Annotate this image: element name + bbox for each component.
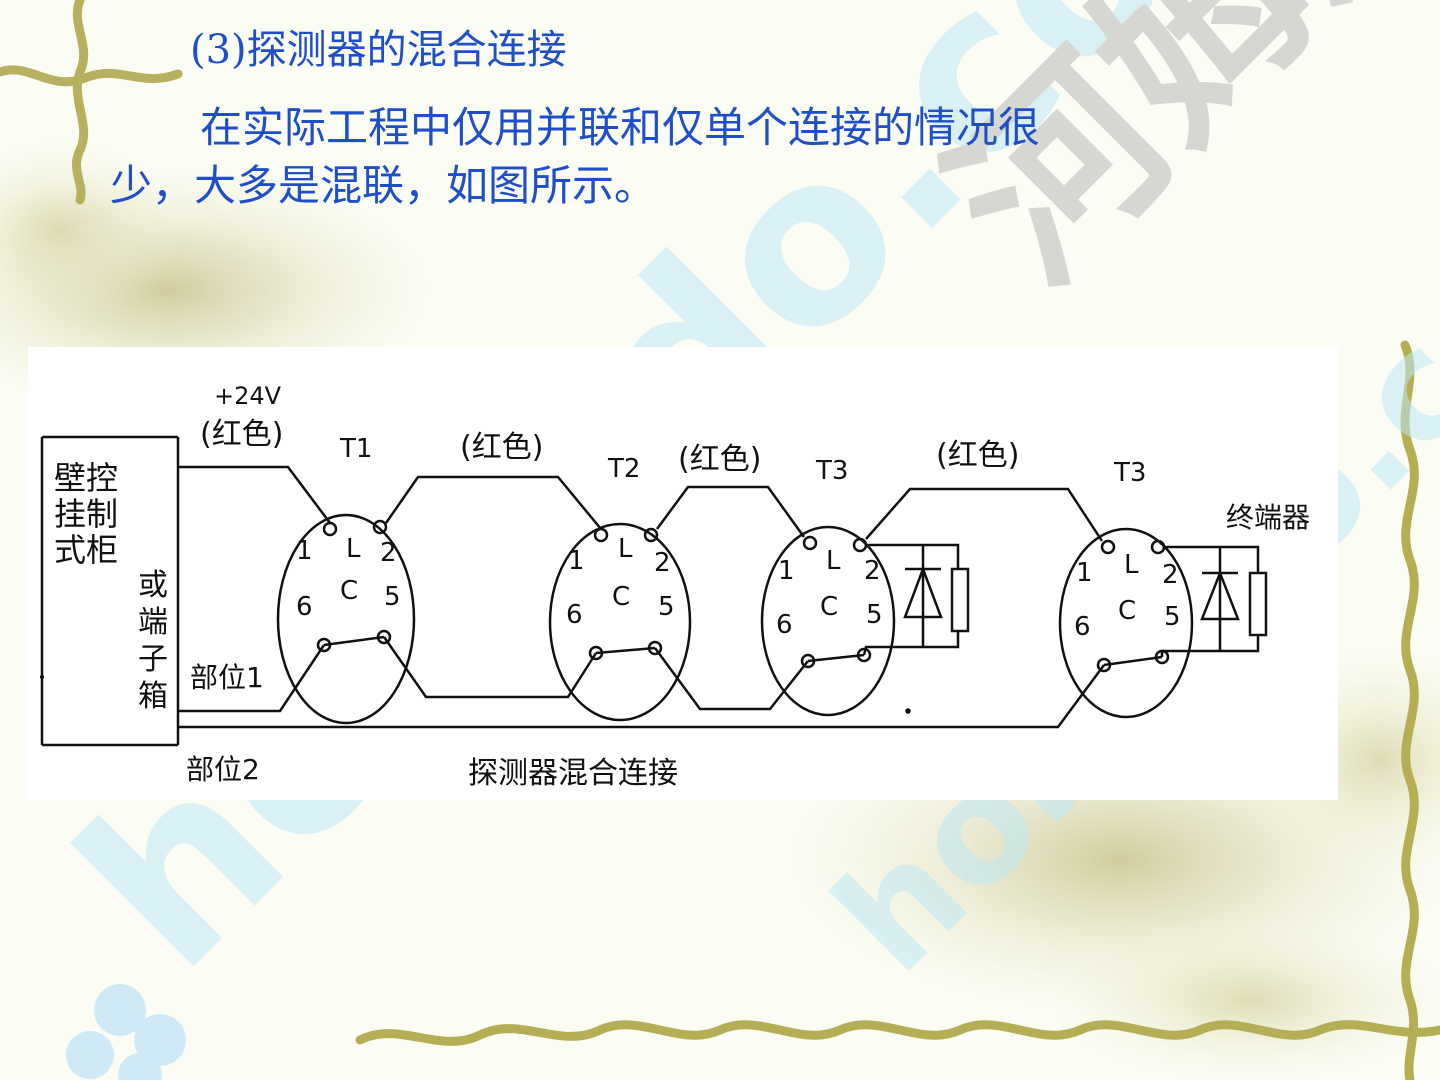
wire-zone2 xyxy=(178,664,1106,729)
cabinet-label-line3: 式柜 xyxy=(54,531,118,569)
zone2-label: 部位2 xyxy=(186,753,260,786)
terminal-box-label-3: 子 xyxy=(138,642,168,677)
pin-2-label: 2 xyxy=(380,538,397,568)
end-terminator-top xyxy=(1160,545,1260,657)
pin-5-label: 5 xyxy=(658,592,675,622)
wire-red-t2-t3 xyxy=(655,485,806,538)
pin-l-label: L xyxy=(1124,550,1139,580)
diode-resistor-t3 xyxy=(903,545,970,647)
pin-l-label: L xyxy=(346,534,361,564)
pin-l-label: L xyxy=(618,534,633,564)
diagram-caption: 探测器混合连接 xyxy=(468,756,678,791)
pin-c-label: C xyxy=(340,576,358,606)
t3-terminator-top xyxy=(862,543,960,656)
wiring-diagram: 壁控 挂制 式柜 或 端 子 箱 +24V (红色) (红色) (红色) (红色… xyxy=(28,347,1338,800)
detector-t2: 1 L 2 6 C 5 xyxy=(548,522,692,722)
wire-red-t3-t3end xyxy=(865,487,1104,542)
wire-zone1 xyxy=(178,644,326,713)
pin-c-label: C xyxy=(1118,596,1136,626)
pin-1-label: 1 xyxy=(568,546,585,576)
control-cabinet xyxy=(40,435,180,747)
detector-name: T1 xyxy=(339,434,372,464)
pin-1-label: 1 xyxy=(778,556,795,586)
flower-decoration xyxy=(66,984,186,1080)
wire-color-label: (红色) xyxy=(200,417,283,452)
slide-heading: (3)探测器的混合连接 xyxy=(190,27,567,73)
paragraph-line-2: 少，大多是混联，如图所示。 xyxy=(110,161,657,210)
vine-decoration-bottom-right xyxy=(355,340,1440,1080)
detector-t3-end: 1 L 2 6 C 5 xyxy=(1058,527,1194,719)
terminal-box-label-2: 端 xyxy=(138,605,168,640)
pin-5-label: 5 xyxy=(384,582,401,612)
terminal-box-label-4: 箱 xyxy=(138,679,168,714)
cabinet-label-line2: 挂制 xyxy=(54,495,118,533)
pin-l-label: L xyxy=(826,546,841,576)
pin-2-label: 2 xyxy=(864,556,881,586)
wire-t2-t3-return xyxy=(653,647,809,711)
wire-t1-t2-return xyxy=(382,636,598,699)
pin-6-label: 6 xyxy=(566,600,583,630)
paragraph-line-1: 在实际工程中仅用并联和仅单个连接的情况很 xyxy=(200,103,1041,152)
terminal-box-label-1: 或 xyxy=(138,568,168,603)
zone1-label: 部位1 xyxy=(190,661,264,694)
pin-c-label: C xyxy=(820,592,838,622)
wiring-lines xyxy=(178,465,1260,729)
vine-decoration-top-left xyxy=(0,0,183,205)
wire-color-label: (红色) xyxy=(678,442,761,477)
wire-24v xyxy=(178,465,331,524)
wire-color-label: (红色) xyxy=(460,430,543,465)
detector-name: T3 xyxy=(815,456,848,486)
pin-1-label: 1 xyxy=(296,536,313,566)
detector-t1: 1 L 2 6 C 5 xyxy=(276,513,416,725)
terminator-resistor-diode xyxy=(1200,547,1268,651)
terminator-label: 终端器 xyxy=(1226,501,1310,534)
detector-name: T2 xyxy=(607,454,640,484)
pin-5-label: 5 xyxy=(1164,602,1181,632)
pin-6-label: 6 xyxy=(1074,612,1091,642)
pin-5-label: 5 xyxy=(866,600,883,630)
pin-1-label: 1 xyxy=(1076,558,1093,588)
detector-name: T3 xyxy=(1113,458,1146,488)
supply-voltage-label: +24V xyxy=(214,382,282,410)
pin-2-label: 2 xyxy=(1162,560,1179,590)
pin-2-label: 2 xyxy=(654,548,671,578)
cabinet-label-line1: 壁控 xyxy=(54,459,118,497)
pin-6-label: 6 xyxy=(296,592,313,622)
wire-color-label: (红色) xyxy=(936,438,1019,473)
wire-red-t1-t2 xyxy=(384,475,602,530)
pin-6-label: 6 xyxy=(776,610,793,640)
pin-c-label: C xyxy=(612,582,630,612)
detector-t3: 1 L 2 6 C 5 xyxy=(760,525,896,717)
